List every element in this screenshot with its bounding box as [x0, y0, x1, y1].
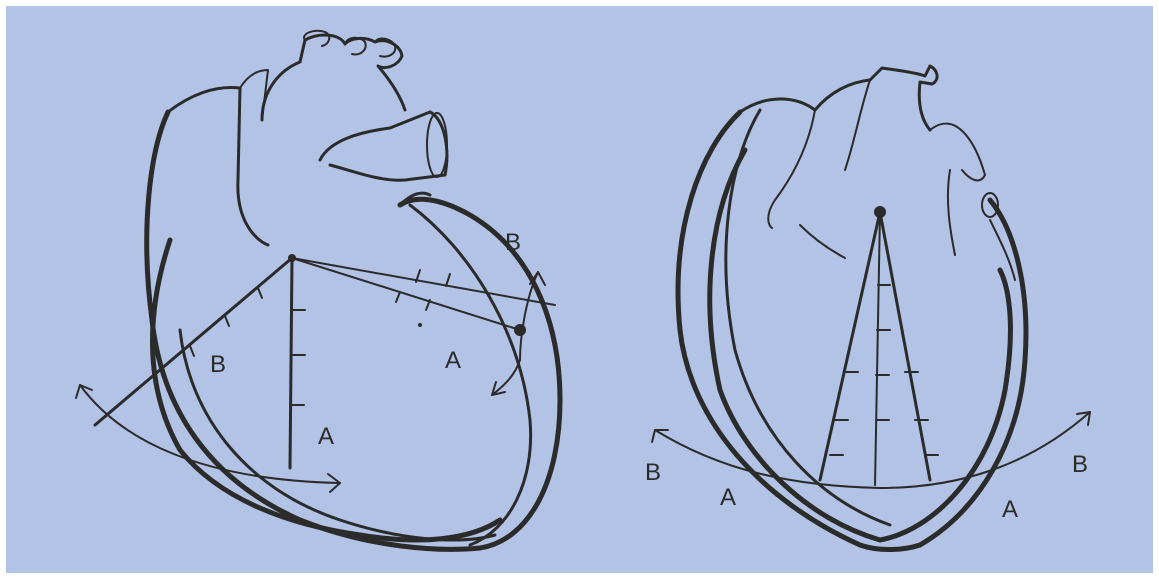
left-heart-label-b-upper: B — [505, 229, 521, 256]
left-heart-right-ticks — [396, 270, 450, 310]
right-heart-label-a-right: A — [1002, 496, 1018, 523]
left-heart-lower-arc — [80, 385, 340, 483]
left-heart-axis-a-right — [292, 258, 520, 330]
right-heart-label-a-left: A — [720, 484, 736, 511]
left-heart-origin-point — [288, 254, 296, 262]
left-heart-vertical-ticks — [291, 310, 305, 405]
left-heart-axis-b-right — [292, 258, 555, 305]
right-heart-vessel-3 — [930, 124, 985, 181]
left-heart-right-node — [514, 324, 526, 336]
right-heart-inner-wall — [710, 150, 1011, 540]
right-heart-upper-outline — [740, 66, 937, 130]
right-heart-axis-center — [875, 212, 880, 485]
left-heart-small-dot — [418, 323, 422, 327]
right-heart-septum-curve — [726, 110, 890, 525]
right-heart-vessel-4 — [948, 170, 955, 255]
right-heart-illustration: B A A B — [645, 66, 1090, 550]
left-heart-pulmonary-opening — [427, 113, 447, 177]
left-heart-aorta — [262, 35, 405, 120]
left-heart-label-b-left: B — [210, 351, 226, 378]
left-heart-left-ticks — [190, 288, 262, 356]
right-heart-label-b-left: B — [645, 459, 661, 486]
left-heart-right-atrium — [168, 87, 268, 245]
right-heart-vessel-1 — [768, 110, 815, 228]
left-heart-label-a-center: A — [318, 423, 334, 450]
right-heart-vessel-2 — [845, 80, 870, 170]
right-heart-inner-curve — [800, 225, 845, 258]
left-heart-illustration: B B A A — [76, 31, 560, 550]
left-heart-label-a-right: A — [445, 347, 461, 374]
right-heart-label-b-right: B — [1072, 451, 1088, 478]
left-heart-axis-b-left — [95, 258, 292, 425]
left-heart-outer-wall — [147, 112, 560, 549]
left-heart-axis-a-vertical — [290, 258, 292, 468]
left-heart-side-arc — [492, 272, 538, 395]
right-heart-arc — [655, 412, 1090, 488]
right-heart-axis-right — [880, 212, 930, 480]
right-heart-axis-left — [820, 212, 880, 480]
